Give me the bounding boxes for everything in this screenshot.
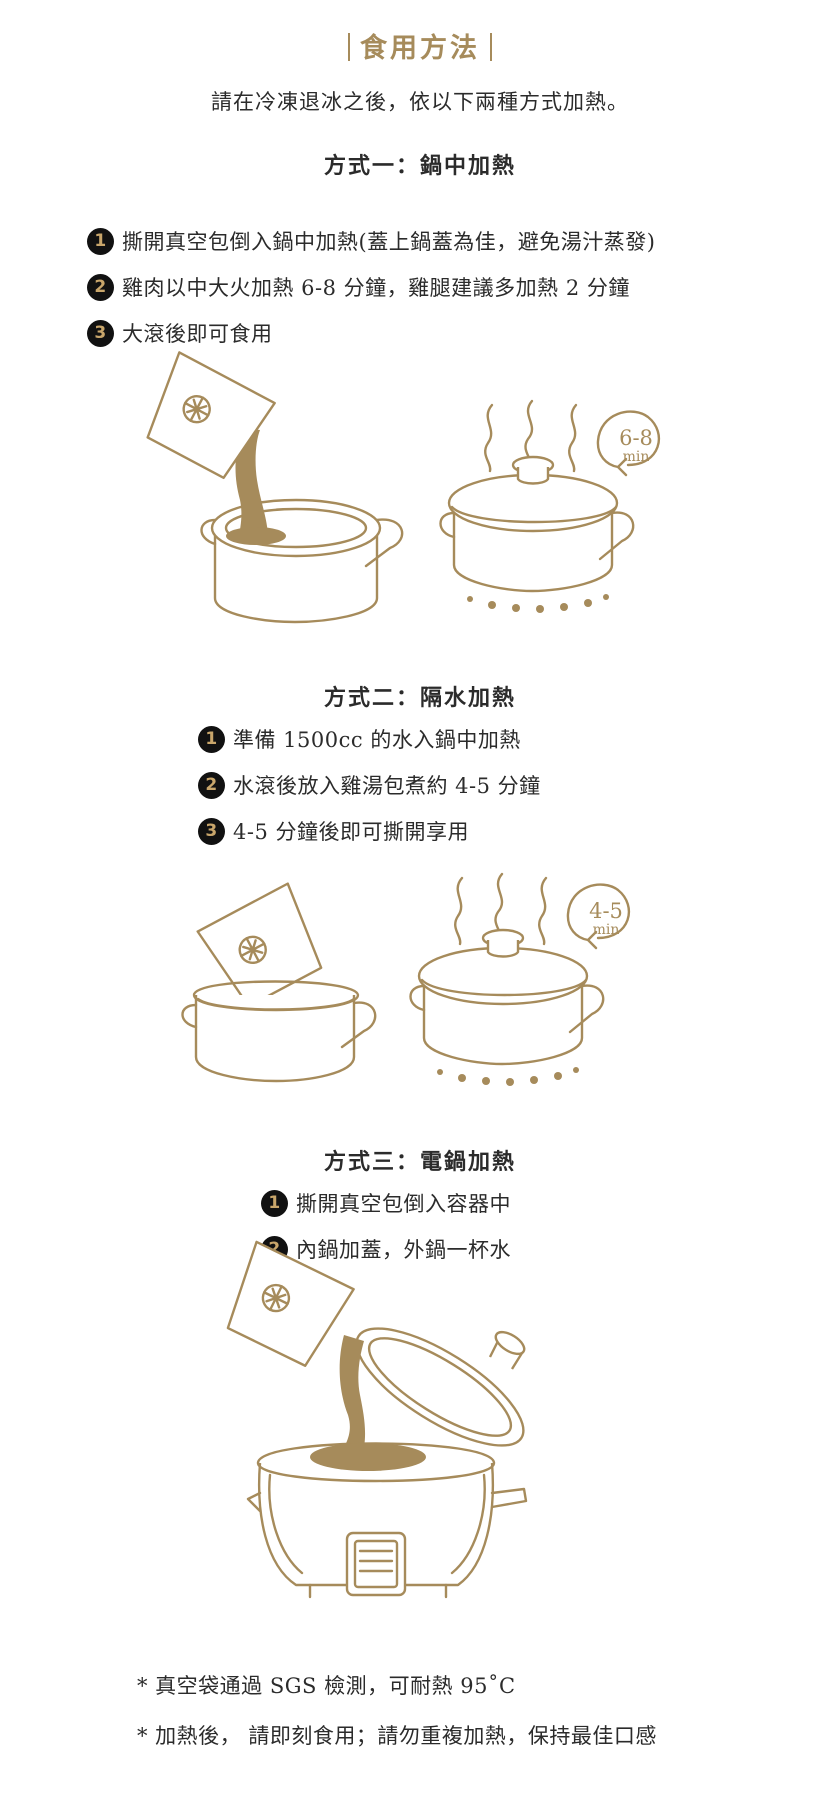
rice-cooker-body-icon <box>246 1442 528 1599</box>
step-number-badge: 1 <box>198 725 225 753</box>
intro-text: 請在冷凍退冰之後，依以下兩種方式加熱。 <box>211 90 629 114</box>
covered-pot-illustration: 4-5 min <box>409 872 631 1086</box>
step-number-badge: 2 <box>198 771 225 799</box>
svg-text:4-5: 4-5 <box>589 899 623 923</box>
timer-icon: 6-8 min <box>596 410 661 477</box>
page-title: 食用方法 <box>0 26 840 65</box>
pour-into-pot-illustration <box>146 351 404 624</box>
timer-icon: 4-5 min <box>566 883 631 950</box>
method1-heading: 方式一：鍋中加熱 <box>323 153 516 179</box>
step-number-badge: 1 <box>87 227 114 255</box>
method1-steps: 1 撕開真空包倒入鍋中加熱(蓋上鍋蓋為佳，避免湯汁蒸發) 2 雞肉以中大火加熱 6-… <box>87 218 655 356</box>
step-number-badge: 1 <box>261 1189 288 1217</box>
soup-pouch-icon <box>146 351 276 480</box>
method3-step: 1 撕開真空包倒入容器中 <box>261 1180 511 1226</box>
pouch-in-pot-illustration <box>181 882 377 1083</box>
note-heat-resistance: * 真空袋通過 SGS 檢測，可耐熱 95˚C <box>137 1674 516 1698</box>
title-right-bar <box>490 33 492 61</box>
method1-step-text: 雞肉以中大火加熱 6-8 分鐘，雞腿建議多加熱 2 分鐘 <box>122 276 630 300</box>
method2-step-text: 水滾後放入雞湯包煮約 4-5 分鐘 <box>233 774 541 798</box>
svg-text:min: min <box>593 922 620 938</box>
soup-pour-stream <box>226 428 286 545</box>
method1-step: 2 雞肉以中大火加熱 6-8 分鐘，雞腿建議多加熱 2 分鐘 <box>87 264 655 310</box>
svg-text:min: min <box>623 449 650 465</box>
soup-pouch-icon <box>196 882 323 1008</box>
method1-step-text: 大滾後即可食用 <box>122 322 273 346</box>
method2-heading: 方式二：隔水加熱 <box>323 685 516 711</box>
covered-pot-illustration: 6-8 min <box>439 399 661 613</box>
method2-step: 1 準備 1500cc 的水入鍋中加熱 <box>198 716 541 762</box>
method2-step-text: 4-5 分鐘後即可撕開享用 <box>233 820 469 844</box>
note-eat-immediately: * 加熱後， 請即刻食用；請勿重複加熱，保持最佳口感 <box>137 1724 657 1748</box>
stove-flame-icon <box>437 1067 579 1086</box>
step-number-badge: 3 <box>87 319 114 347</box>
step-number-badge: 2 <box>87 273 114 301</box>
method3-step-text: 撕開真空包倒入容器中 <box>296 1192 511 1216</box>
stove-flame-icon <box>467 594 609 613</box>
rice-cooker-illustration <box>226 1240 528 1599</box>
svg-text:6-8: 6-8 <box>619 426 653 450</box>
pot-icon <box>181 980 377 1083</box>
soup-pouch-icon <box>226 1240 355 1367</box>
method3-heading: 方式三：電鍋加熱 <box>323 1149 516 1175</box>
title-left-bar <box>348 33 350 61</box>
method1-step: 3 大滾後即可食用 <box>87 310 655 356</box>
pot-icon <box>200 498 404 624</box>
pot-icon <box>409 928 605 1066</box>
method2-step: 2 水滾後放入雞湯包煮約 4-5 分鐘 <box>198 762 541 808</box>
method2-step: 3 4-5 分鐘後即可撕開享用 <box>198 808 541 854</box>
method2-step-text: 準備 1500cc 的水入鍋中加熱 <box>233 728 521 752</box>
step-number-badge: 3 <box>198 817 225 845</box>
method1-step-text: 撕開真空包倒入鍋中加熱(蓋上鍋蓋為佳，避免湯汁蒸發) <box>122 230 656 254</box>
pot-icon <box>439 455 635 593</box>
soup-pour-stream <box>310 1335 426 1471</box>
method3-step-text: 內鍋加蓋，外鍋一杯水 <box>296 1238 511 1262</box>
page-title-text: 食用方法 <box>360 33 480 64</box>
rice-cooker-lid-icon <box>355 1327 526 1447</box>
method1-step: 1 撕開真空包倒入鍋中加熱(蓋上鍋蓋為佳，避免湯汁蒸發) <box>87 218 655 264</box>
